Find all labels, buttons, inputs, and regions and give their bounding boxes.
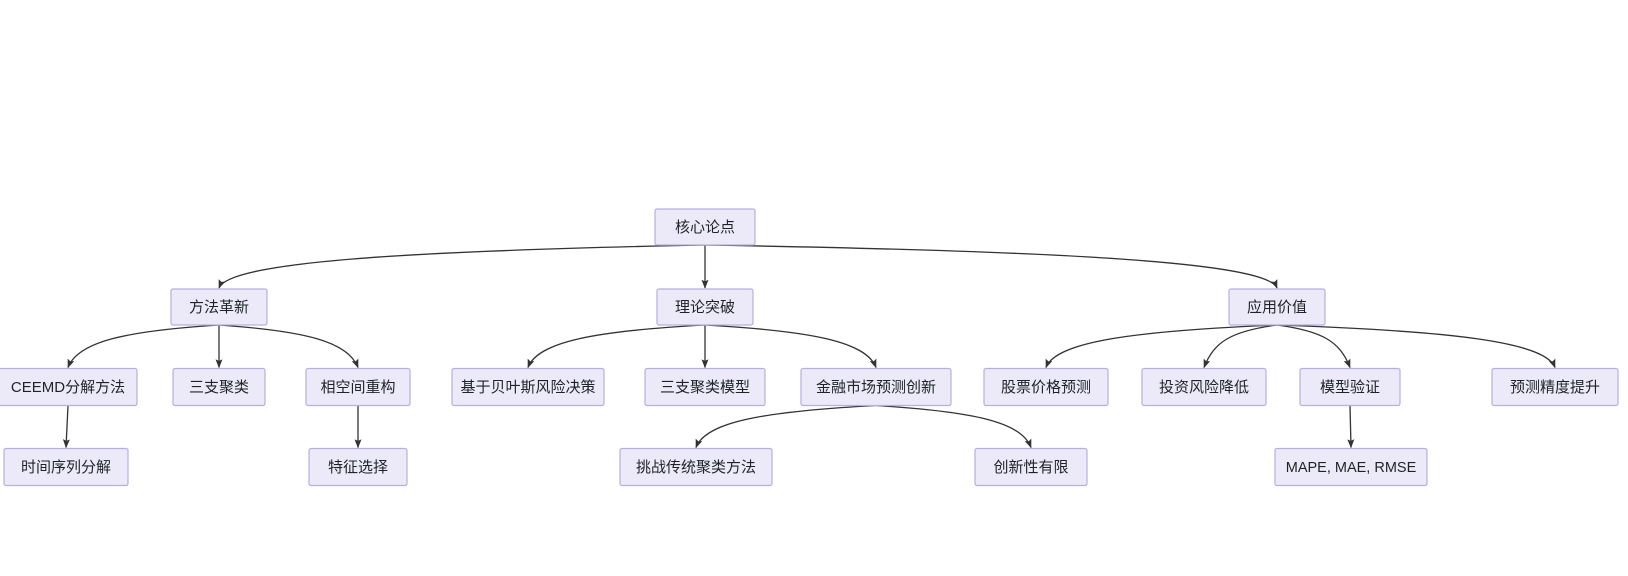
- node-box-limited[interactable]: [974, 447, 1088, 487]
- node-ceemd[interactable]: CEEMD分解方法: [0, 367, 138, 407]
- node-box-metrics[interactable]: [1274, 447, 1428, 487]
- node-box-feature[interactable]: [308, 447, 408, 487]
- edge-finance-to-challenge: [695, 404, 877, 449]
- node-label-limited: 创新性有限: [993, 459, 1068, 476]
- edge-root-to-method: [218, 244, 706, 289]
- node-risk[interactable]: 投资风险降低: [1141, 367, 1267, 407]
- node-label-method: 方法革新: [189, 299, 249, 316]
- node-label-threemodel: 三支聚类模型: [660, 379, 750, 396]
- node-label-bayes: 基于贝叶斯风险决策: [460, 379, 595, 396]
- node-label-risk: 投资风险降低: [1159, 379, 1249, 396]
- node-threemodel[interactable]: 三支聚类模型: [644, 367, 766, 407]
- node-label-phase: 相空间重构: [320, 379, 395, 396]
- edge-theory-to-finance: [704, 324, 877, 369]
- node-box-finance[interactable]: [800, 367, 952, 407]
- node-label-accuracy: 预测精度提升: [1510, 379, 1600, 396]
- node-label-root: 核心论点: [675, 219, 735, 236]
- node-challenge[interactable]: 挑战传统聚类方法: [619, 447, 773, 487]
- node-phase[interactable]: 相空间重构: [305, 367, 411, 407]
- node-label-stock: 股票价格预测: [1001, 379, 1091, 396]
- node-metrics[interactable]: MAPE, MAE, RMSE: [1274, 447, 1428, 487]
- edge-root-to-value: [704, 244, 1278, 289]
- node-label-validate: 模型验证: [1320, 379, 1380, 396]
- node-label-finance: 金融市场预测创新: [816, 379, 936, 396]
- node-label-feature: 特征选择: [328, 459, 388, 476]
- edge-ceemd-to-tsdecomp: [62, 405, 70, 449]
- node-box-method[interactable]: [170, 288, 268, 326]
- node-box-tsdecomp[interactable]: [3, 447, 129, 487]
- edge-theory-to-bayes: [527, 324, 706, 369]
- node-label-value: 应用价值: [1247, 298, 1307, 316]
- node-box-root[interactable]: [654, 208, 756, 246]
- node-bayes[interactable]: 基于贝叶斯风险决策: [451, 367, 605, 407]
- node-validate[interactable]: 模型验证: [1299, 367, 1401, 407]
- node-accuracy[interactable]: 预测精度提升: [1491, 367, 1619, 407]
- edge-method-to-ceemd: [67, 324, 220, 369]
- edge-method-to-phase: [218, 324, 359, 369]
- node-box-threemodel[interactable]: [644, 367, 766, 407]
- edge-finance-to-limited: [875, 404, 1032, 449]
- node-label-threeway: 三支聚类: [189, 379, 249, 396]
- node-value[interactable]: 应用价值: [1228, 288, 1326, 326]
- node-box-stock[interactable]: [983, 367, 1109, 407]
- edges-layer: [62, 244, 1556, 449]
- edge-value-to-risk: [1203, 324, 1278, 369]
- node-feature[interactable]: 特征选择: [308, 447, 408, 487]
- node-box-bayes[interactable]: [451, 367, 605, 407]
- node-box-threeway[interactable]: [172, 367, 266, 407]
- node-stock[interactable]: 股票价格预测: [983, 367, 1109, 407]
- node-tsdecomp[interactable]: 时间序列分解: [3, 447, 129, 487]
- node-finance[interactable]: 金融市场预测创新: [800, 367, 952, 407]
- node-box-challenge[interactable]: [619, 447, 773, 487]
- node-box-risk[interactable]: [1141, 367, 1267, 407]
- node-box-accuracy[interactable]: [1491, 367, 1619, 407]
- edge-value-to-validate: [1276, 324, 1351, 369]
- node-box-value[interactable]: [1228, 288, 1326, 326]
- node-box-phase[interactable]: [305, 367, 411, 407]
- node-label-challenge: 挑战传统聚类方法: [636, 459, 756, 476]
- node-label-theory: 理论突破: [675, 299, 735, 316]
- node-box-validate[interactable]: [1299, 367, 1401, 407]
- node-threeway[interactable]: 三支聚类: [172, 367, 266, 407]
- node-theory[interactable]: 理论突破: [656, 288, 754, 326]
- edge-validate-to-metrics: [1347, 405, 1355, 449]
- node-method[interactable]: 方法革新: [170, 288, 268, 326]
- edge-value-to-accuracy: [1276, 324, 1556, 369]
- node-box-theory[interactable]: [656, 288, 754, 326]
- node-root[interactable]: 核心论点: [654, 208, 756, 246]
- node-label-metrics: MAPE, MAE, RMSE: [1286, 460, 1417, 476]
- node-limited[interactable]: 创新性有限: [974, 447, 1088, 487]
- node-label-tsdecomp: 时间序列分解: [21, 459, 111, 476]
- edge-value-to-stock: [1045, 324, 1278, 369]
- node-label-ceemd: CEEMD分解方法: [11, 379, 125, 396]
- node-box-ceemd[interactable]: [0, 367, 138, 407]
